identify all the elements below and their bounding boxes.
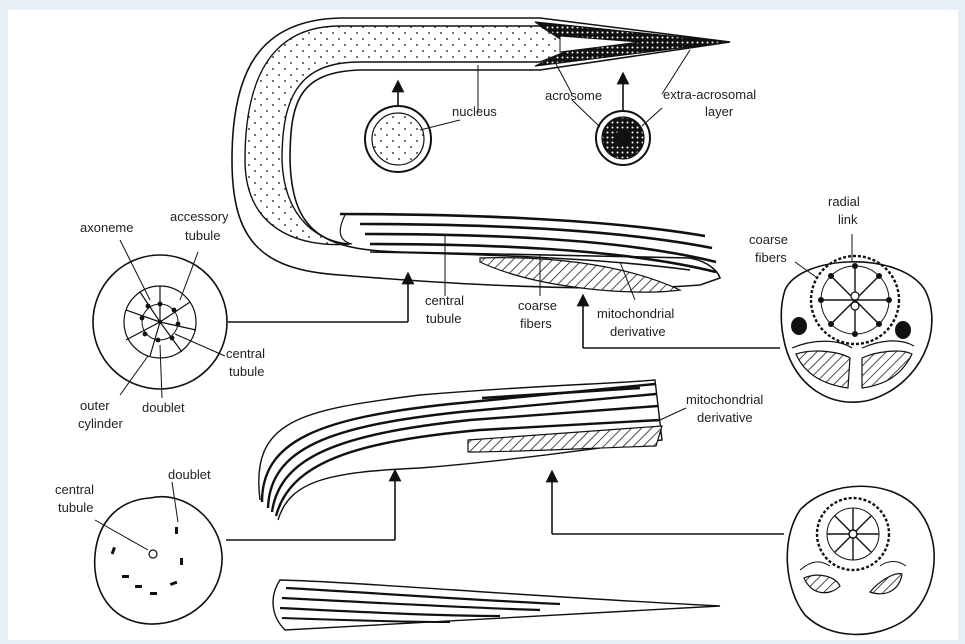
label-coarse-fibers-right-2: fibers	[755, 250, 787, 265]
label-extra-acrosomal-2: layer	[705, 104, 734, 119]
label-central-tubule-left-1: central	[226, 346, 265, 361]
label-radial-link-2: link	[838, 212, 858, 227]
label-outer-cylinder-1: outer	[80, 398, 110, 413]
label-mito-deriv-mid-2: derivative	[610, 324, 666, 339]
label-central-tubule-left-2: tubule	[229, 364, 264, 379]
label-accessory-2: tubule	[185, 228, 220, 243]
label-central-tubule-bottom-1: central	[55, 482, 94, 497]
label-central-tubule-mid-2: tubule	[426, 311, 461, 326]
label-central-tubule-bottom-2: tubule	[58, 500, 93, 515]
label-extra-acrosomal-1: extra-acrosomal	[663, 87, 756, 102]
label-mito-deriv-lower-1: mitochondrial	[686, 392, 763, 407]
label-mito-deriv-mid-1: mitochondrial	[597, 306, 674, 321]
label-radial-link-1: radial	[828, 194, 860, 209]
label-central-tubule-mid-1: central	[425, 293, 464, 308]
label-axoneme: axoneme	[80, 220, 133, 235]
label-doublet-bottom: doublet	[168, 467, 211, 482]
label-nucleus: nucleus	[452, 104, 497, 119]
label-acrosome: acrosome	[545, 88, 602, 103]
label-doublet-left: doublet	[142, 400, 185, 415]
label-coarse-fibers-right-1: coarse	[749, 232, 788, 247]
label-mito-deriv-lower-2: derivative	[697, 410, 753, 425]
label-coarse-fibers-mid-2: fibers	[520, 316, 552, 331]
label-outer-cylinder-2: cylinder	[78, 416, 123, 431]
label-accessory-1: accessory	[170, 209, 229, 224]
label-coarse-fibers-mid-1: coarse	[518, 298, 557, 313]
